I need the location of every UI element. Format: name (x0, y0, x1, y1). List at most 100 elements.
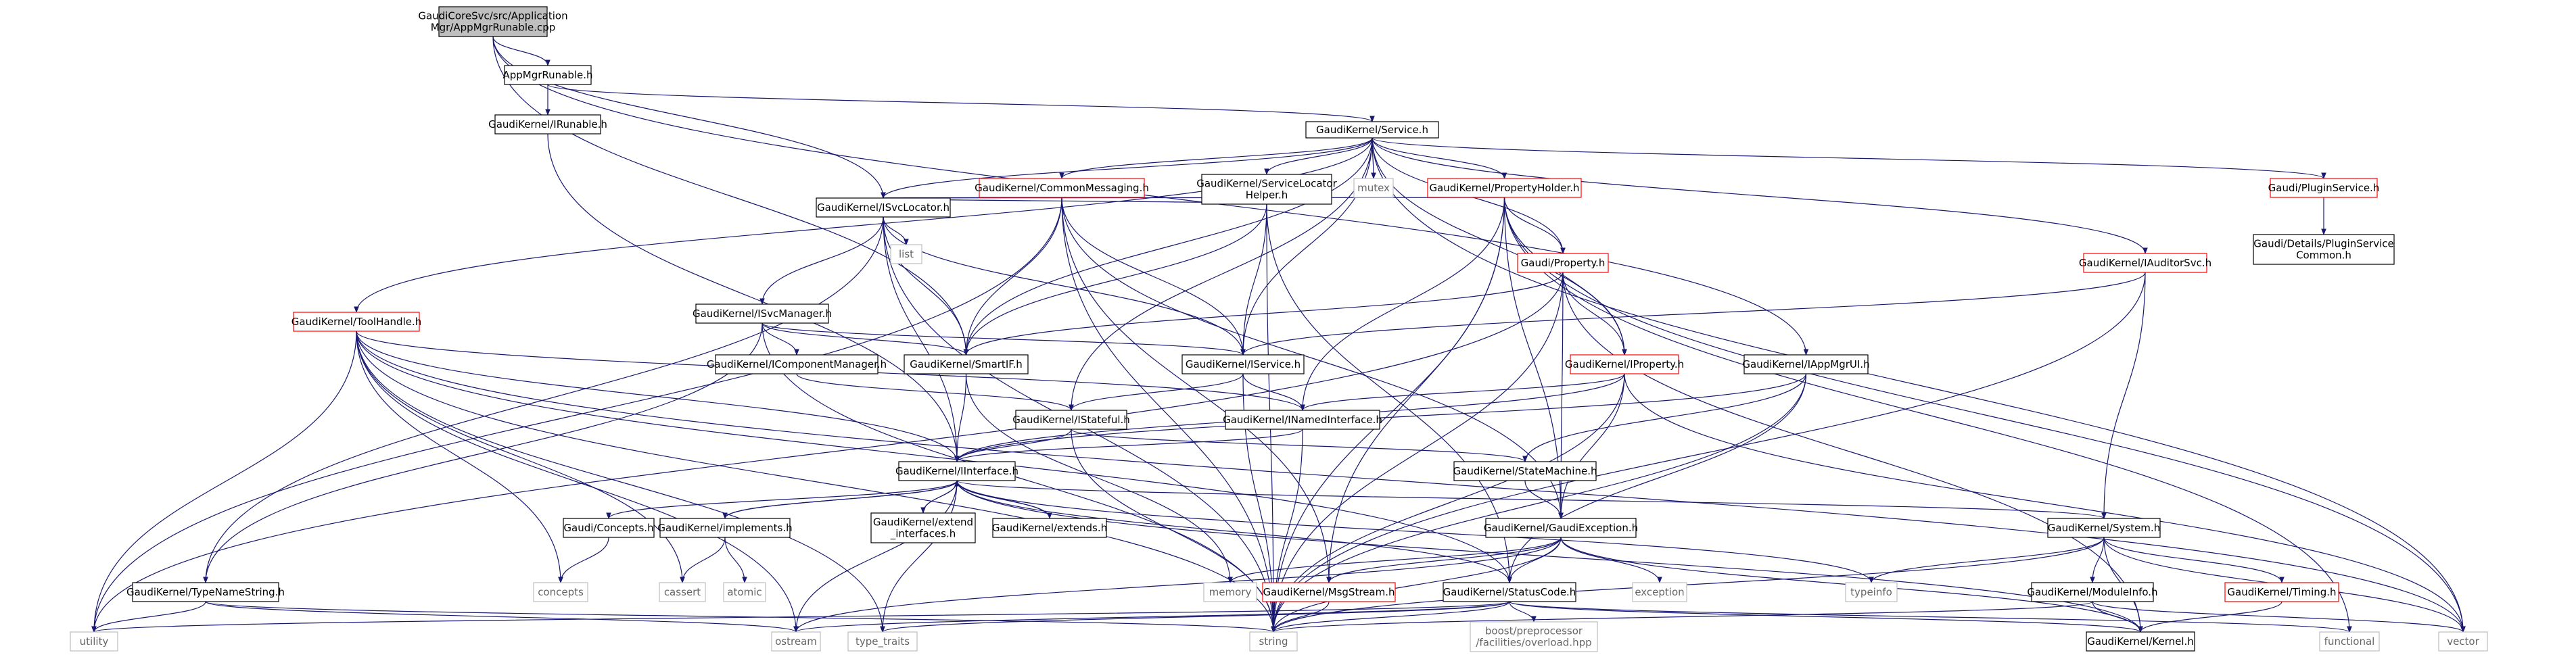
edge-system-to-timing (2103, 537, 2285, 583)
node-extend_interfaces[interactable]: GaudiKernel/extend_interfaces.h (870, 512, 976, 543)
edge-statuscode-to-overload (1509, 601, 1537, 623)
node-inamedinterface[interactable]: GaudiKernel/INamedInterface.h (1223, 410, 1382, 430)
node-msgstream-label-line-0: GaudiKernel/MsgStream.h (1263, 586, 1395, 598)
node-extends[interactable]: GaudiKernel/extends.h (992, 518, 1107, 538)
edge-moduleinfo-to-vector (2092, 601, 2466, 633)
node-iauditorsvc[interactable]: GaudiKernel/IAuditorSvc.h (2079, 253, 2211, 273)
node-functional-box (2319, 631, 2380, 652)
node-atomic-box (723, 582, 766, 602)
node-istateful-label-line-0: GaudiKernel/IStateful.h (1012, 414, 1130, 426)
node-property[interactable]: Gaudi/Property.h (1517, 253, 1609, 273)
node-iinterface-label-line-0: GaudiKernel/IInterface.h (895, 465, 1018, 477)
node-iappmgrui-label-line-0: GaudiKernel/IAppMgrUI.h (1742, 358, 1869, 370)
node-root-box (438, 6, 548, 37)
node-implements[interactable]: GaudiKernel/implements.h (657, 518, 793, 538)
node-isvcmanager-label-line-0: GaudiKernel/ISvcManager.h (693, 308, 832, 320)
node-system-label-line-0: GaudiKernel/System.h (2048, 522, 2160, 534)
node-commonmessaging[interactable]: GaudiKernel/CommonMessaging.h (975, 178, 1149, 198)
node-pluginservice[interactable]: Gaudi/PluginService.h (2268, 178, 2380, 198)
node-system[interactable]: GaudiKernel/System.h (2047, 518, 2161, 538)
node-moduleinfo[interactable]: GaudiKernel/ModuleInfo.h (2027, 582, 2158, 602)
node-isvcmanager[interactable]: GaudiKernel/ISvcManager.h (693, 303, 832, 324)
node-servicelocatorhelper-box (1201, 174, 1332, 205)
edge-implements-to-cassert (680, 537, 726, 583)
node-iproperty-label-line-0: GaudiKernel/IProperty.h (1565, 358, 1684, 370)
node-propertyholder-box (1427, 178, 1582, 198)
edge-isvcmanager-to-smartif (762, 322, 969, 356)
node-iappmgrui[interactable]: GaudiKernel/IAppMgrUI.h (1742, 354, 1870, 374)
node-list-box (890, 244, 922, 264)
node-timing[interactable]: GaudiKernel/Timing.h (2224, 582, 2339, 602)
node-statemachine[interactable]: GaudiKernel/StateMachine.h (1453, 461, 1597, 481)
node-propertyholder[interactable]: GaudiKernel/PropertyHolder.h (1427, 178, 1582, 198)
node-isvcmanager-box (695, 303, 829, 324)
node-commonmessaging-box (979, 178, 1145, 198)
edge-implements-to-atomic (724, 537, 747, 583)
node-overload-label-line-0: boost/preprocessor (1485, 625, 1583, 637)
edge-service-to-vector (1372, 137, 2466, 633)
edge-property-to-utility (91, 272, 1564, 633)
edge-concepts_h-to-concepts (558, 537, 609, 583)
edge-system-to-moduleinfo (2090, 537, 2105, 583)
node-moduleinfo-label-line-0: GaudiKernel/ModuleInfo.h (2027, 586, 2157, 598)
node-iauditorsvc-box (2083, 253, 2207, 273)
node-iproperty[interactable]: GaudiKernel/IProperty.h (1565, 354, 1684, 374)
node-msgstream[interactable]: GaudiKernel/MsgStream.h (1262, 582, 1396, 602)
node-iinterface[interactable]: GaudiKernel/IInterface.h (895, 461, 1018, 481)
node-smartif[interactable]: GaudiKernel/SmartIF.h (904, 354, 1029, 374)
node-appmgrrunable-box (504, 65, 592, 85)
edge-isvclocator-to-isvcmanager (759, 216, 884, 305)
node-ostream-box (771, 631, 821, 652)
node-timing-label-line-0: GaudiKernel/Timing.h (2227, 586, 2336, 598)
edge-propertyholder-to-inamedinterface (1300, 197, 1505, 411)
node-service[interactable]: GaudiKernel/Service.h (1305, 121, 1439, 139)
node-irunable[interactable]: GaudiKernel/IRunable.h (488, 114, 607, 135)
node-icomponentmanager[interactable]: GaudiKernel/IComponentManager.h (707, 354, 887, 374)
node-isvclocator[interactable]: GaudiKernel/ISvcLocator.h (816, 197, 951, 218)
node-statuscode[interactable]: GaudiKernel/StatusCode.h (1443, 582, 1576, 602)
edge-propertyholder-to-gaudiexception (1503, 197, 1564, 519)
node-pluginservicecommon-box (2253, 234, 2395, 265)
node-exception: exception (1632, 582, 1687, 602)
node-moduleinfo-box (2031, 582, 2154, 602)
node-ostream: ostream (771, 631, 821, 652)
node-type_traits-box (847, 631, 918, 652)
edge-system-to-string (1271, 537, 2105, 633)
node-atomic: atomic (723, 582, 766, 602)
node-implements-box (659, 518, 791, 538)
node-service-box (1305, 121, 1439, 139)
node-timing-box (2224, 582, 2339, 602)
node-gaudiexception[interactable]: GaudiKernel/GaudiException.h (1484, 518, 1638, 538)
node-kernel[interactable]: GaudiKernel/Kernel.h (2086, 631, 2195, 652)
node-memory: memory (1203, 582, 1257, 602)
edge-typenamestring-to-string (205, 601, 1276, 633)
node-mutex-label-line-0: mutex (1357, 182, 1390, 194)
edge-iappmgrui-to-statuscode (1507, 373, 1807, 583)
edge-servicelocatorhelper-to-statuscode (1266, 203, 1512, 583)
edge-iinterface-to-concepts_h (606, 480, 958, 519)
node-tooLhandle[interactable]: GaudiKernel/ToolHandle.h (291, 312, 422, 332)
node-appmgrrunable[interactable]: AppMgrRunable.h (502, 65, 593, 85)
node-extends-label-line-0: GaudiKernel/extends.h (992, 522, 1107, 534)
node-service-label-line-0: GaudiKernel/Service.h (1316, 124, 1428, 136)
edge-iinterface-to-type_traits (880, 480, 958, 633)
node-iservice[interactable]: GaudiKernel/IService.h (1181, 354, 1305, 374)
node-exception-box (1632, 582, 1687, 602)
node-concepts_h[interactable]: Gaudi/Concepts.h (563, 518, 655, 538)
node-istateful-box (1015, 410, 1127, 430)
node-typenamestring[interactable]: GaudiKernel/TypeNameString.h (126, 582, 285, 602)
node-root[interactable]: GaudiCoreSvc/src/ApplicationMgr/AppMgrRu… (418, 6, 568, 37)
edge-iproperty-to-gaudiexception (1558, 373, 1625, 519)
node-istateful[interactable]: GaudiKernel/IStateful.h (1012, 410, 1130, 430)
node-string: string (1249, 631, 1298, 652)
node-irunable-label-line-0: GaudiKernel/IRunable.h (488, 118, 607, 130)
node-utility: utility (70, 631, 118, 652)
node-iinterface-box (898, 461, 1016, 481)
node-typeinfo: typeinfo (1845, 582, 1898, 602)
edge-service-to-servicelocatorhelper (1264, 137, 1373, 175)
edge-iauditorsvc-to-system (2101, 272, 2146, 519)
node-icomponentmanager-box (715, 354, 879, 374)
